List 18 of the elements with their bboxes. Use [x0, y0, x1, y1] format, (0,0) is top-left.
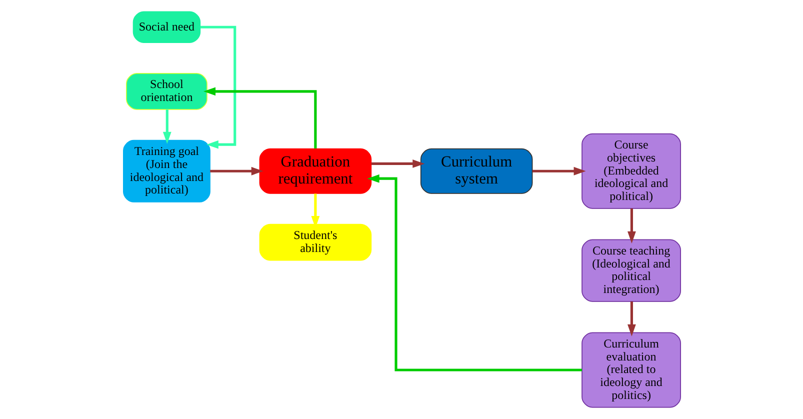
node-box: Student's ability	[258, 224, 372, 261]
arrow	[627, 208, 636, 244]
arrow	[162, 110, 171, 144]
node-box: Course objectives (Embedded ideological and political)	[581, 133, 680, 209]
node-box: Training goal (Join the ideological and political)	[122, 140, 210, 202]
node-box: Social need	[132, 11, 200, 43]
arrow	[210, 166, 263, 176]
arrow	[202, 87, 316, 149]
arrow	[370, 160, 424, 168]
node-box: Course teaching (Ideological and political integration)	[581, 239, 680, 302]
arrow	[532, 166, 586, 176]
node-box: School orientation	[126, 73, 207, 110]
node-box: Curriculum evaluation (related to ideology and politics)	[581, 332, 680, 408]
node-box: Graduation requirement	[258, 148, 372, 194]
arrow	[366, 174, 582, 372]
node-box: Curriculum system	[420, 148, 532, 194]
arrow	[627, 302, 636, 336]
arrow	[200, 26, 236, 149]
